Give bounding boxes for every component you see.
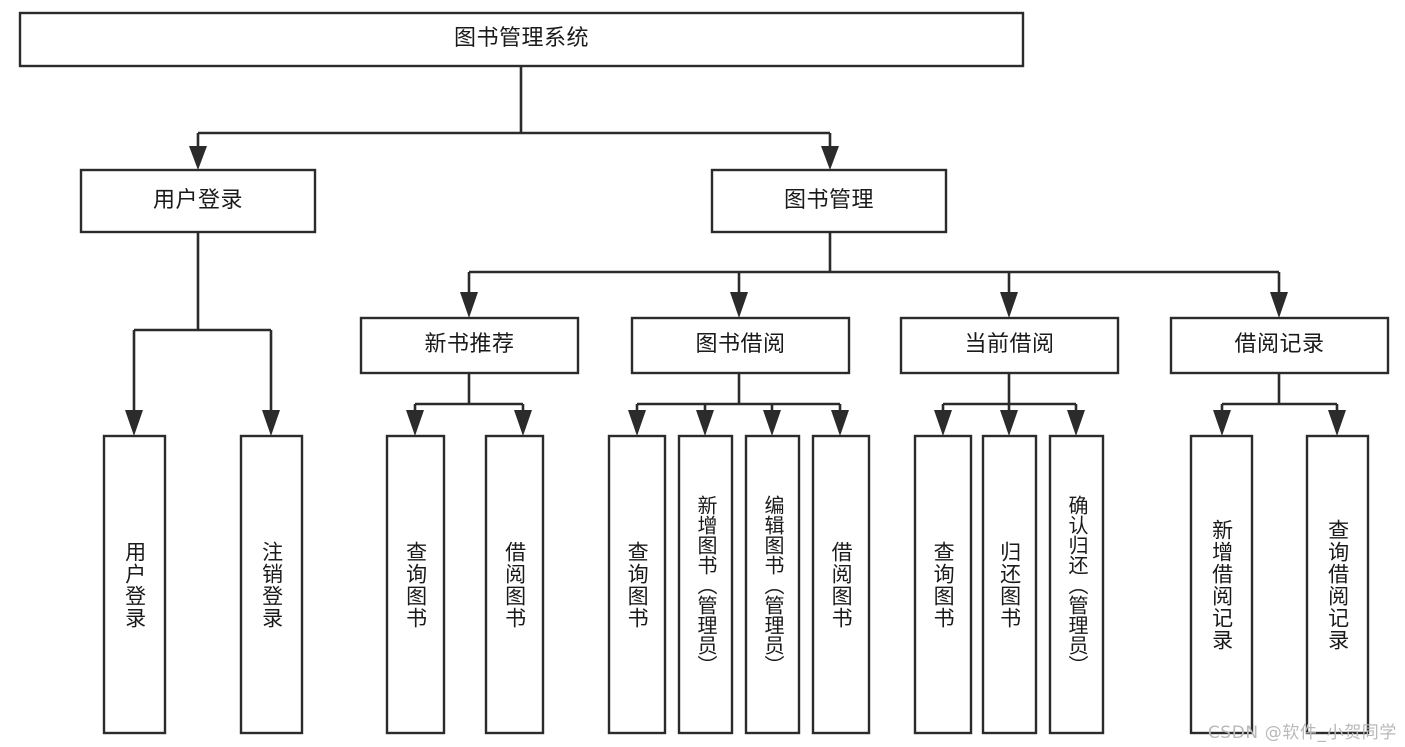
arrow-to-user-login <box>189 146 207 170</box>
arrow-to-leaf-borrow-book-1 <box>514 410 532 436</box>
connectors-root <box>125 66 1346 436</box>
node-box-user-login[interactable] <box>79 168 317 234</box>
node-box-book-manage[interactable] <box>710 168 948 234</box>
node-box-book-borrow[interactable] <box>630 316 851 375</box>
arrow-to-leaf-confirm-return <box>1067 410 1085 436</box>
arrow-to-leaf-return-book <box>1000 410 1018 436</box>
node-box-leaf-user-login[interactable] <box>102 434 167 735</box>
arrow-to-current-borrow <box>1000 292 1018 318</box>
arrow-to-leaf-query-book-1 <box>406 410 424 436</box>
node-box-leaf-edit-book[interactable] <box>744 434 801 735</box>
arrow-to-book-manage <box>821 146 839 170</box>
arrow-to-new-book-rec <box>460 292 478 318</box>
node-box-leaf-borrow-book-1[interactable] <box>484 434 545 735</box>
node-box-leaf-confirm-return[interactable] <box>1048 434 1105 735</box>
node-box-leaf-query-book-1[interactable] <box>385 434 446 735</box>
node-box-title[interactable] <box>18 11 1025 68</box>
node-box-leaf-add-record[interactable] <box>1189 434 1254 735</box>
arrow-to-leaf-query-book-2 <box>628 410 646 436</box>
arrow-to-borrow-record <box>1270 292 1288 318</box>
connector-userlogin-to-leaves <box>125 232 280 436</box>
node-box-leaf-add-book[interactable] <box>677 434 734 735</box>
connector-borrowrecord-to-leaves <box>1213 373 1346 436</box>
arrow-to-leaf-add-book <box>696 410 714 436</box>
node-box-leaf-borrow-book-2[interactable] <box>811 434 871 735</box>
node-box-leaf-query-book-3[interactable] <box>913 434 973 735</box>
node-box-current-borrow[interactable] <box>899 316 1120 375</box>
arrow-to-leaf-borrow-book-2 <box>831 410 849 436</box>
arrow-to-leaf-add-record <box>1213 410 1231 436</box>
node-box-leaf-logout[interactable] <box>239 434 304 735</box>
arrow-to-leaf-query-record <box>1328 410 1346 436</box>
arrow-to-leaf-query-book-3 <box>934 410 952 436</box>
node-box-leaf-query-book-2[interactable] <box>607 434 667 735</box>
connector-bookmanage-to-level2 <box>460 232 1288 318</box>
arrow-to-book-borrow <box>730 292 748 318</box>
connector-bookborrow-to-leaves <box>628 373 849 436</box>
node-box-borrow-record[interactable] <box>1169 316 1390 375</box>
connector-newbookrec-to-leaves <box>406 373 532 436</box>
node-box-leaf-return-book[interactable] <box>981 434 1038 735</box>
connector-root-to-level1 <box>189 66 839 170</box>
arrow-to-leaf-edit-book <box>763 410 781 436</box>
node-box-leaf-query-record[interactable] <box>1305 434 1370 735</box>
connector-currentborrow-to-leaves <box>934 373 1085 436</box>
arrow-to-leaf-user-login <box>125 410 143 436</box>
arrow-to-leaf-logout <box>262 410 280 436</box>
node-boxes-root <box>18 11 1390 735</box>
node-box-new-book-rec[interactable] <box>359 316 580 375</box>
